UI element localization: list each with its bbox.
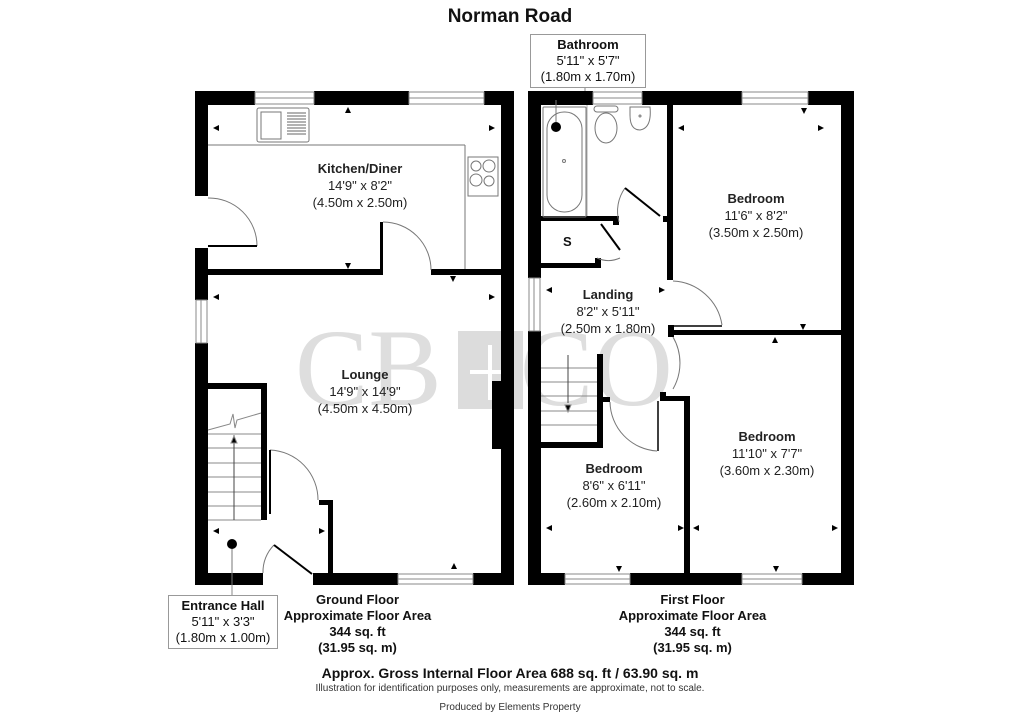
bathroom-fittings xyxy=(542,100,651,218)
first-floor-summary: First Floor Approximate Floor Area 344 s… xyxy=(605,592,780,656)
gross-internal-area: Approx. Gross Internal Floor Area 688 sq… xyxy=(321,665,699,681)
room-dimensions-imperial: 11'6" x 8'2" xyxy=(724,208,788,223)
room-label-landing: Landing 8'2" x 5'11" (2.50m x 1.80m) xyxy=(528,286,688,337)
room-dimensions-imperial: 11'10" x 7'7" xyxy=(731,446,803,461)
plan-title: Norman Road xyxy=(447,6,573,27)
room-name: Kitchen/Diner xyxy=(317,161,403,176)
first-floor-doors xyxy=(596,187,723,452)
disclaimer-text: Illustration for identification purposes… xyxy=(315,683,705,694)
room-label-bedroom-1: Bedroom 11'6" x 8'2" (3.50m x 2.50m) xyxy=(676,190,836,241)
room-label-kitchen: Kitchen/Diner 14'9" x 8'2" (4.50m x 2.50… xyxy=(280,160,440,211)
floor-name: First Floor xyxy=(660,592,725,607)
ground-floor-walls xyxy=(195,91,514,585)
room-dimensions-metric: (1.80m x 1.00m) xyxy=(175,630,271,645)
kitchen-fittings xyxy=(208,107,499,269)
room-name: Lounge xyxy=(341,367,389,382)
room-dimensions-metric: (2.60m x 2.10m) xyxy=(566,495,662,510)
room-name: Landing xyxy=(582,287,634,302)
room-name: Bedroom xyxy=(585,461,643,476)
ground-floor-stairs xyxy=(207,412,262,597)
floor-area-sqm: (31.95 sq. m) xyxy=(318,640,397,655)
first-floor-windows xyxy=(528,91,809,585)
room-name: Bathroom xyxy=(557,37,619,52)
floor-area-sqft: 344 sq. ft xyxy=(329,624,386,639)
room-label-bedroom-3: Bedroom 8'6" x 6'11" (2.60m x 2.10m) xyxy=(534,460,694,511)
floor-area-sqm: (31.95 sq. m) xyxy=(653,640,732,655)
svg-text:CB: CB xyxy=(295,307,442,429)
callout-entrance-hall: Entrance Hall 5'11" x 3'3" (1.80m x 1.00… xyxy=(168,595,278,649)
room-dimensions-metric: (3.60m x 2.30m) xyxy=(719,463,815,478)
room-dimensions-imperial: 8'2" x 5'11" xyxy=(576,304,640,319)
room-label-lounge: Lounge 14'9" x 14'9" (4.50m x 4.50m) xyxy=(285,366,445,417)
first-floor-walls xyxy=(528,91,854,585)
room-name: Bedroom xyxy=(738,429,796,444)
room-name: Entrance Hall xyxy=(181,598,265,613)
room-label-bedroom-2: Bedroom 11'10" x 7'7" (3.60m x 2.30m) xyxy=(687,428,847,479)
ground-floor-doors xyxy=(207,197,432,575)
room-dimensions-imperial: 14'9" x 8'2" xyxy=(327,178,393,193)
callout-bathroom: Bathroom 5'11" x 5'7" (1.80m x 1.70m) xyxy=(530,34,646,88)
storage-cupboard-label: S xyxy=(563,234,572,249)
room-dimensions-metric: (4.50m x 4.50m) xyxy=(317,401,413,416)
dimension-markers xyxy=(213,107,838,572)
ground-floor-summary: Ground Floor Approximate Floor Area 344 … xyxy=(270,592,445,656)
produced-by-credit: Produced by Elements Property xyxy=(439,702,581,713)
floor-area-caption: Approximate Floor Area xyxy=(618,608,767,623)
room-dimensions-imperial: 14'9" x 14'9" xyxy=(329,384,401,399)
first-floor-stairs xyxy=(541,355,597,426)
room-dimensions-imperial: 8'6" x 6'11" xyxy=(582,478,646,493)
ground-floor-windows xyxy=(195,91,485,585)
room-dimensions-metric: (4.50m x 2.50m) xyxy=(312,195,408,210)
room-dimensions-imperial: 5'11" x 3'3" xyxy=(191,614,255,629)
floor-area-caption: Approximate Floor Area xyxy=(283,608,432,623)
room-dimensions-metric: (1.80m x 1.70m) xyxy=(540,69,636,84)
room-dimensions-metric: (3.50m x 2.50m) xyxy=(708,225,804,240)
room-dimensions-metric: (2.50m x 1.80m) xyxy=(560,321,656,336)
room-name: Bedroom xyxy=(727,191,785,206)
floor-area-sqft: 344 sq. ft xyxy=(664,624,721,639)
room-dimensions-imperial: 5'11" x 5'7" xyxy=(556,53,620,68)
floor-name: Ground Floor xyxy=(315,592,400,607)
